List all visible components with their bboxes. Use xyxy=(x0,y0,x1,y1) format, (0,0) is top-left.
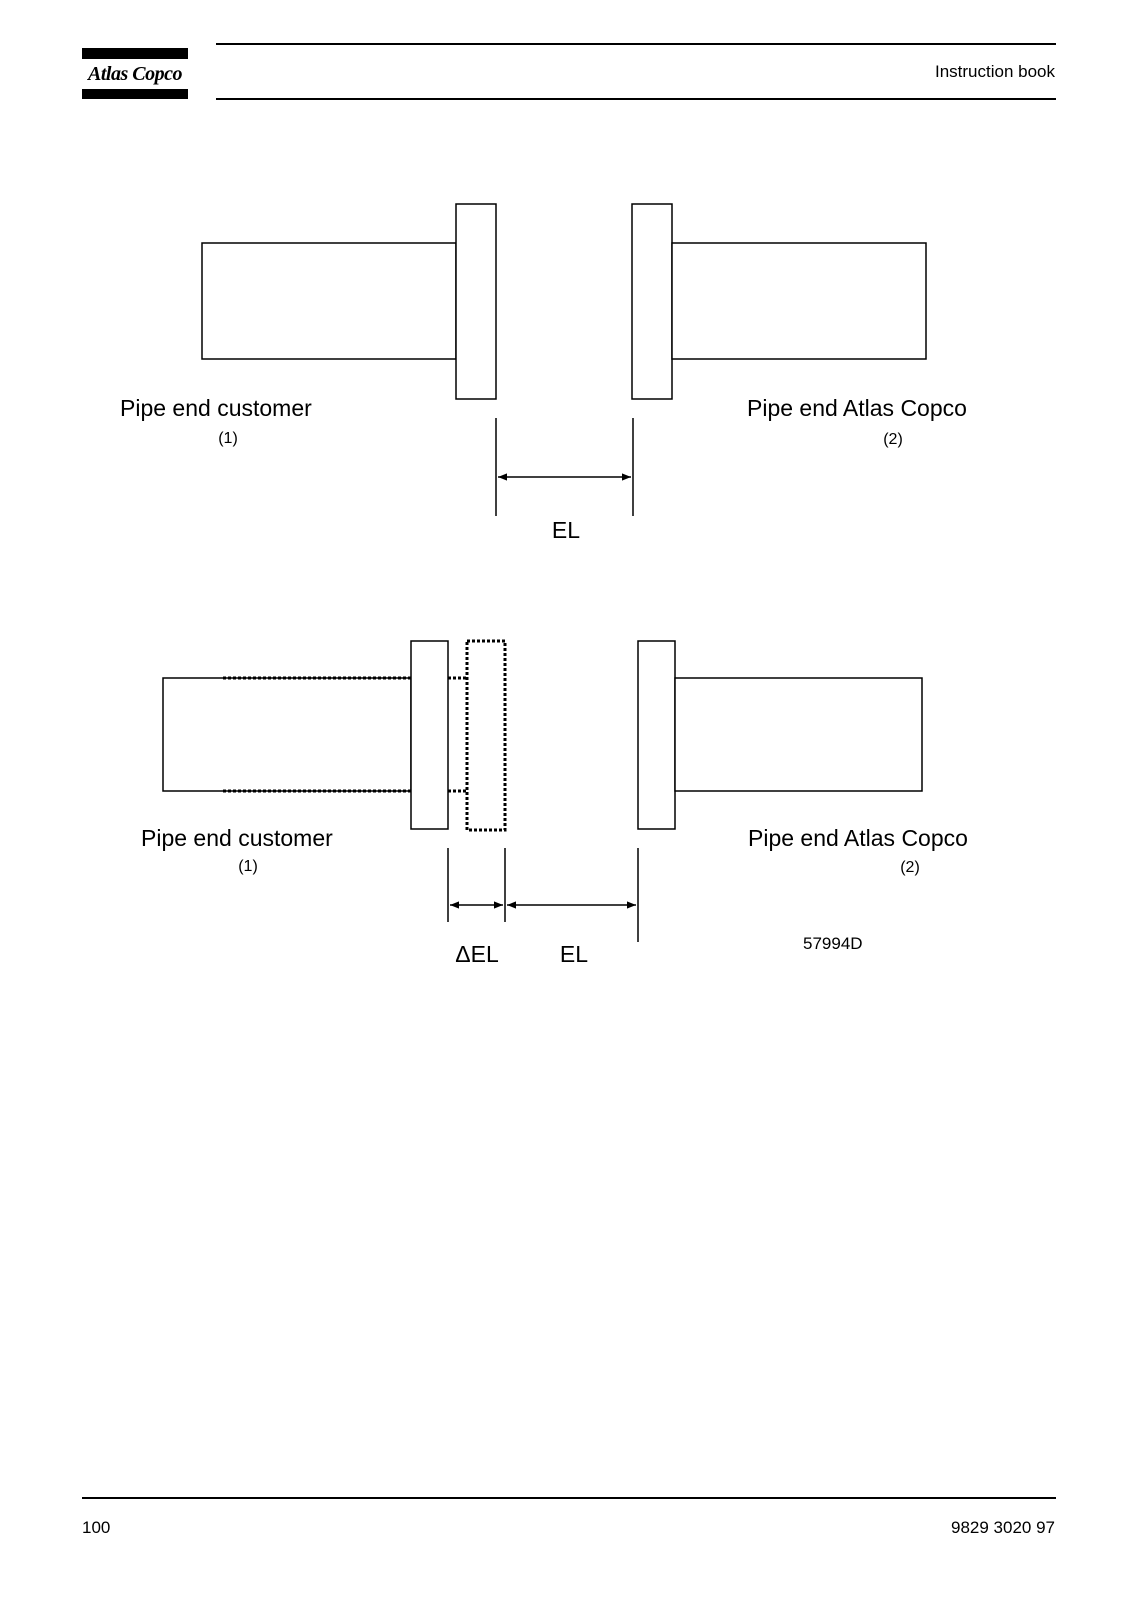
top-dimension xyxy=(495,418,634,516)
footer-rule xyxy=(82,1497,1056,1499)
label-number-2-bottom: (2) xyxy=(900,859,920,876)
customer-flange-top xyxy=(455,203,497,400)
expanded-flange-outline xyxy=(465,639,507,832)
top-diagram xyxy=(201,203,927,400)
label-number-1-bottom: (1) xyxy=(238,858,258,875)
customer-flange-bottom xyxy=(410,640,449,830)
label-el-bottom: EL xyxy=(560,941,588,967)
label-delta-el: ΔEL xyxy=(455,941,499,967)
atlas-copco-logo: Atlas Copco xyxy=(88,63,182,85)
bottom-dimension xyxy=(447,848,639,942)
expanded-position-outline xyxy=(223,639,507,832)
document-number: 9829 3020 97 xyxy=(951,1518,1055,1537)
customer-pipe-top xyxy=(201,242,457,360)
label-el-top: EL xyxy=(552,517,580,543)
label-number-2-top: (2) xyxy=(883,431,903,448)
figure-code: 57994D xyxy=(803,934,863,953)
label-pipe-end-customer-top: Pipe end customer xyxy=(120,395,312,421)
label-pipe-end-customer-bottom: Pipe end customer xyxy=(141,825,333,851)
logo-bar-top xyxy=(82,48,188,59)
atlas-copco-flange-bottom xyxy=(637,640,676,830)
label-pipe-end-atlas-copco-top: Pipe end Atlas Copco xyxy=(747,395,967,421)
header-title: Instruction book xyxy=(934,62,1055,81)
label-number-1-top: (1) xyxy=(218,430,238,447)
label-pipe-end-atlas-copco-bottom: Pipe end Atlas Copco xyxy=(748,825,968,851)
header-rule-bottom xyxy=(216,98,1056,100)
atlas-copco-pipe-bottom xyxy=(674,677,923,792)
customer-pipe-bottom xyxy=(162,677,412,792)
atlas-copco-flange-top xyxy=(631,203,673,400)
page-number: 100 xyxy=(82,1518,111,1537)
atlas-copco-pipe-top xyxy=(671,242,927,360)
header-rule-top xyxy=(216,43,1056,45)
bottom-diagram xyxy=(162,640,923,830)
logo-bar-bottom xyxy=(82,89,188,99)
